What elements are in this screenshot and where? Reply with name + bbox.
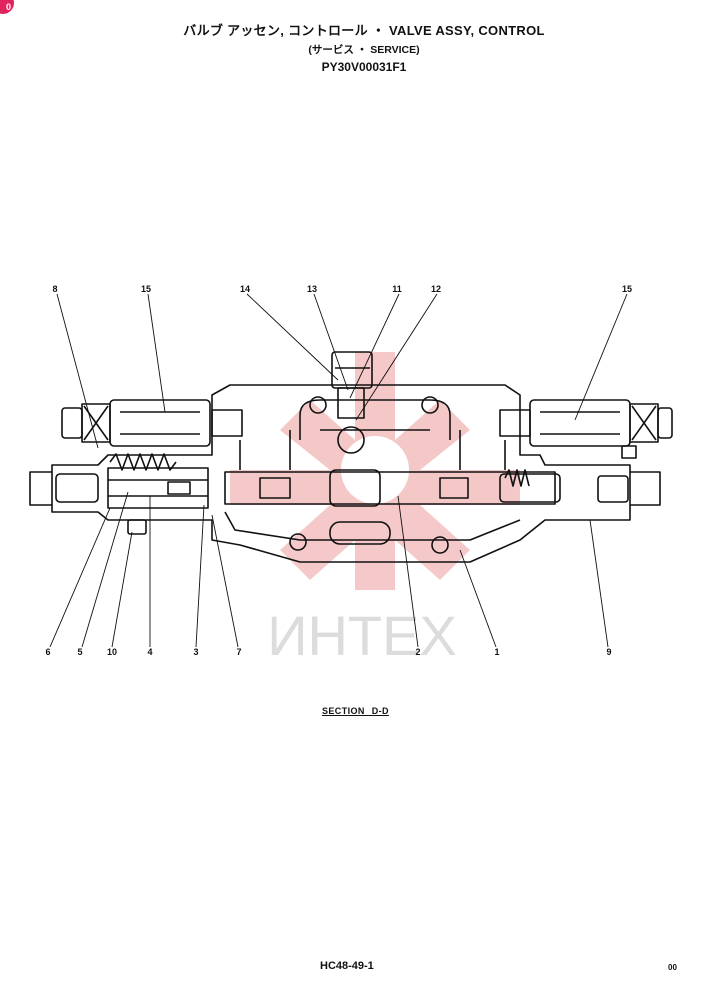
callout-13: 13: [307, 284, 317, 294]
title-line-2: (サービス ・ SERVICE): [308, 44, 420, 56]
callout-4: 4: [147, 647, 152, 657]
callout-6: 6: [45, 647, 50, 657]
page-number: 00: [668, 963, 677, 972]
callout-8: 8: [52, 284, 57, 294]
callout-1: 1: [494, 647, 499, 657]
callout-15-right: 15: [622, 284, 632, 294]
valve-body-lines: [29, 351, 673, 563]
callout-14: 14: [240, 284, 250, 294]
callout-11: 11: [392, 284, 402, 294]
callout-9: 9: [606, 647, 611, 657]
corner-badge: 0: [0, 0, 14, 14]
callout-3: 3: [193, 647, 198, 657]
callout-15-left: 15: [141, 284, 151, 294]
callout-7: 7: [236, 647, 241, 657]
callout-labels: 8 15 14 13 11 12 15 6 5 10 4 3 7 2 1 9: [45, 284, 632, 657]
title-line-1: バルブ アッセン, コントロール ・ VALVE ASSY, CONTROL: [183, 23, 545, 38]
callout-5: 5: [77, 647, 82, 657]
callout-10: 10: [107, 647, 117, 657]
part-number: PY30V00031F1: [321, 60, 407, 74]
page-code: HC48-49-1: [320, 960, 374, 972]
callout-12: 12: [431, 284, 441, 294]
watermark-text: ИНТЕХ: [267, 604, 457, 667]
title-block: バルブ アッセン, コントロール ・ VALVE ASSY, CONTROL (…: [0, 20, 728, 74]
leader-lines: [49, 293, 628, 648]
section-label: SECTION D-D: [322, 706, 389, 716]
callout-2: 2: [415, 647, 420, 657]
